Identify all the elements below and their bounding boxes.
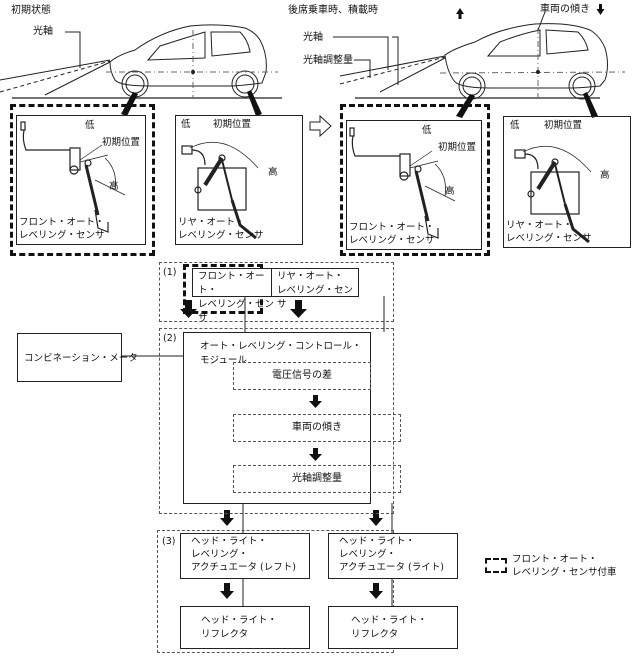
front-sensor-panel-loaded: 低 初期位置 高 フロント・オート・ レベリング・センサ	[346, 120, 482, 250]
front-sensor-equipped-frame-loaded	[340, 104, 490, 256]
section-1-label: (1)	[163, 267, 177, 278]
arrow-down-icon	[309, 395, 322, 408]
arrow-down-icon	[369, 583, 383, 599]
step-voltage-difference: 電圧信号の差	[233, 362, 371, 390]
sensor-caption: リヤ・オート・ レベリング・センサ	[178, 217, 264, 241]
reflector-left-text: ヘッド・ライト・ リフレクタ	[201, 615, 278, 640]
control-module-box: オート・レベリング・コントロール・モジュール	[183, 332, 371, 504]
actuator-left-box: ヘッド・ライト・ レベリング・ アクチュエータ (レフト)	[180, 533, 310, 579]
actuator-right-box: ヘッド・ライト・ レベリング・ アクチュエータ (ライト)	[328, 533, 458, 579]
rear-sensor-box: リヤ・オート・ レベリング・センサ	[271, 268, 359, 310]
low-label: 低	[85, 120, 95, 131]
vehicle-tilt-label: 車両の傾き	[540, 4, 590, 15]
front-sensor-equipped-frame-initial	[10, 104, 155, 256]
sensor-mechanisms	[20, 121, 592, 244]
arrow-down-icon	[220, 583, 234, 599]
control-module-title: オート・レベリング・コントロール・モジュール	[200, 341, 362, 366]
car-loaded-illustration	[333, 11, 626, 100]
high-label: 高	[109, 181, 119, 192]
high-label: 高	[445, 186, 455, 197]
reflector-right-box: ヘッド・ライト・ リフレクタ	[328, 606, 458, 649]
rear-sensor-panel-loaded: 低 初期位置 高 リヤ・オート・ レベリング・センサ	[503, 116, 631, 248]
legend-swatch	[485, 558, 507, 573]
section-2-label: (2)	[163, 333, 177, 344]
arrow-down-icon	[309, 448, 322, 461]
high-label: 高	[600, 170, 610, 181]
high-label: 高	[268, 167, 278, 178]
initial-position-label: 初期位置	[102, 137, 141, 148]
low-label: 低	[181, 119, 191, 130]
section-2-control	[159, 328, 394, 514]
combination-meter-box: コンビネーション・メータ	[17, 333, 138, 382]
tilt-arrows	[456, 4, 605, 19]
arrow-down-icon	[369, 510, 383, 526]
optical-axis-label-loaded: 光軸	[303, 32, 323, 43]
step-axis-adjustment: 光軸調整量	[233, 465, 401, 493]
combination-meter-text: コンビネーション・メータ	[24, 353, 138, 364]
low-label: 低	[510, 120, 520, 131]
sensor-caption: フロント・オート・ レベリング・センサ	[19, 217, 105, 241]
loaded-state-title: 後席乗車時、積載時	[288, 5, 378, 16]
rear-sensor-text: リヤ・オート・ レベリング・センサ	[277, 271, 354, 310]
connector-lines	[122, 296, 393, 607]
initial-state-title: 初期状態	[11, 5, 51, 16]
initial-position-label: 初期位置	[544, 120, 583, 131]
axis-adjustment-label: 光軸調整量	[303, 55, 353, 66]
rear-down-arrow	[596, 4, 605, 15]
step-vehicle-tilt: 車両の傾き	[233, 414, 401, 442]
optical-axis-label: 光軸	[33, 26, 53, 37]
initial-position-label: 初期位置	[213, 119, 252, 130]
legend-text: フロント・オート・ レベリング・センサ付車	[512, 554, 617, 578]
front-up-arrow	[456, 8, 464, 19]
initial-position-label: 初期位置	[438, 142, 477, 153]
section-1-sensors	[159, 262, 394, 322]
low-label: 低	[422, 125, 432, 136]
transition-arrow-icon	[309, 114, 332, 138]
reflector-right-text: ヘッド・ライト・ リフレクタ	[351, 615, 428, 640]
arrow-down-icon	[220, 510, 234, 526]
arrow-down-icon	[290, 300, 307, 318]
actuator-right-text: ヘッド・ライト・ レベリング・ アクチュエータ (ライト)	[339, 536, 444, 573]
front-sensor-panel-initial: 低 初期位置 高 フロント・オート・ レベリング・センサ	[16, 115, 146, 245]
reflector-left-box: ヘッド・ライト・ リフレクタ	[180, 606, 310, 649]
section-3-actuators	[157, 530, 394, 653]
front-sensor-text: フロント・オート・ レベリング・センサ	[198, 271, 275, 324]
sensor-caption: フロント・オート・ レベリング・センサ	[349, 222, 435, 246]
section-3-label: (3)	[162, 536, 176, 547]
sensor-caption: リヤ・オート・ レベリング・センサ	[506, 220, 592, 244]
actuator-left-text: ヘッド・ライト・ レベリング・ アクチュエータ (レフト)	[191, 536, 296, 573]
front-sensor-box: フロント・オート・ レベリング・センサ	[192, 268, 284, 324]
rear-sensor-panel-initial: 低 初期位置 高 リヤ・オート・ レベリング・センサ	[175, 115, 303, 245]
